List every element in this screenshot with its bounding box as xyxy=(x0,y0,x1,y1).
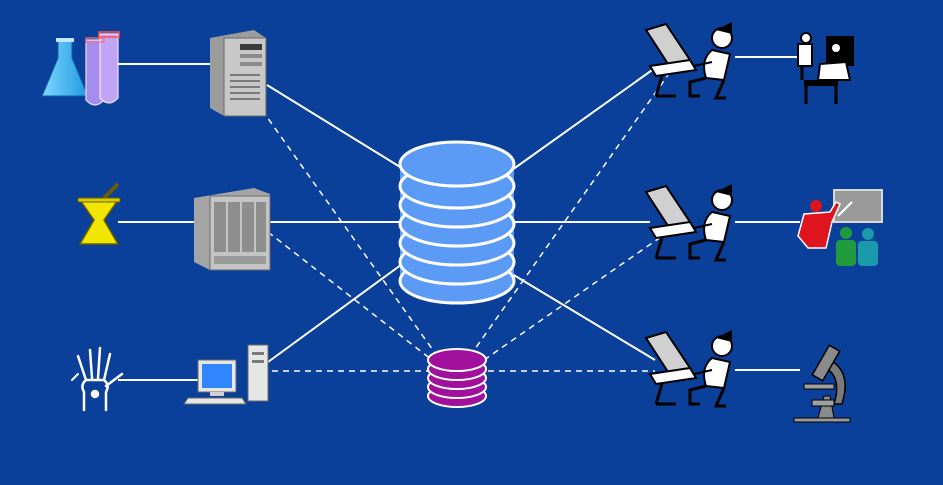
central-database-icon xyxy=(398,140,516,305)
computer-user-icon xyxy=(644,328,734,408)
presentation-icon xyxy=(797,189,883,266)
xray-hand-icon xyxy=(71,346,124,412)
microscope-icon xyxy=(793,344,851,423)
connector-lines xyxy=(118,56,802,381)
link-central-db-to-user-1 xyxy=(511,67,656,171)
pharmacy-mortar-icon xyxy=(77,182,121,245)
desktop-workstation-icon xyxy=(183,344,269,405)
link-workstation-to-central-db xyxy=(267,261,406,363)
link-secondary-db-to-user-2 xyxy=(483,231,669,361)
link-tower-to-central-db xyxy=(266,84,406,171)
computer-user-icon xyxy=(644,182,734,262)
tower-server-icon xyxy=(210,30,267,117)
link-tower-to-secondary-db xyxy=(261,109,441,361)
link-central-db-to-user-3 xyxy=(511,273,656,361)
lab-flask-tubes-icon xyxy=(41,31,120,106)
rack-server-icon xyxy=(194,188,271,271)
secondary-database-icon xyxy=(427,348,487,408)
computer-user-icon xyxy=(644,22,733,100)
clinician-patient-icon xyxy=(797,32,854,104)
link-secondary-db-to-user-1 xyxy=(469,74,669,357)
link-rack-to-secondary-db xyxy=(267,231,433,361)
